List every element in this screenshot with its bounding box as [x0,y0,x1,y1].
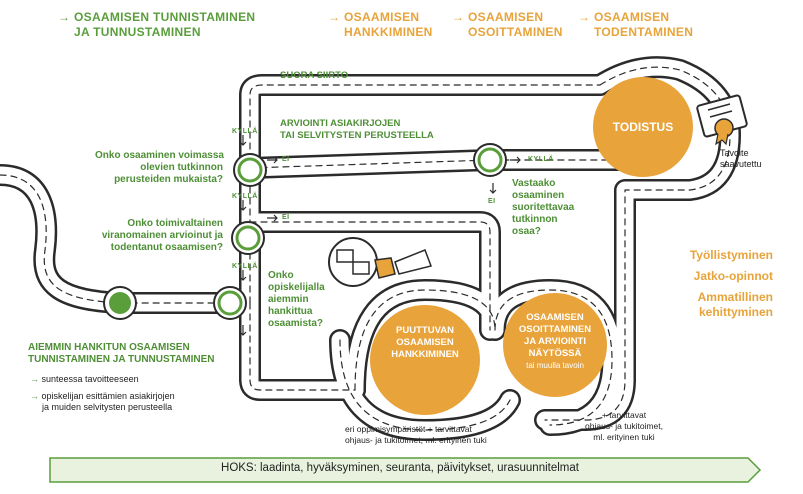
left-section-title: AIEMMIN HANKITUN OSAAMISEN TUNNISTAMINEN… [28,342,215,365]
note-osoittaminen: + tarvittavat ohjaus- ja tukitoimet, ml.… [585,410,663,442]
arrow-right-icon: → [30,391,39,401]
todistus-circle [593,77,693,177]
label-kylla-1: KYLLÄ [232,128,258,135]
note-hankkiminen: eri oppimisympäristöt + tarvittavat ohja… [345,424,487,445]
arrow-right-icon: → [452,10,465,24]
label-ei-3: EI [488,198,496,205]
goal-label: Tavoite saavutettu [720,148,762,169]
left-item-2: → opiskelijan esittämien asiakirjojen ja… [30,391,175,412]
waypoint-q3 [213,286,247,320]
label-kylla-4: KYLLÄ [528,156,554,163]
question-3: Onko opiskelijalla aiemmin hankittua osa… [268,270,325,329]
question-4: Vastaako osaaminen suoritettavaa tutkinn… [512,178,575,237]
waypoint-q4 [473,143,507,177]
naytto-label: OSAAMISEN OSOITTAMINEN JA ARVIOINTI NÄYT… [518,312,592,370]
puuttuvan-label: PUUTTUVAN OSAAMISEN HANKKIMINEN [391,325,459,360]
label-ei-2: EI [282,214,290,221]
arrow-right-icon: → [328,10,341,24]
header-phase3: →OSAAMISEN OSOITTAMINEN [452,10,563,39]
puzzle-icon [328,237,432,287]
puuttuvan-circle [370,305,480,415]
question-2: Onko toimivaltainen viranomainen arvioin… [101,218,223,253]
header-phase1: →OSAAMISEN TUNNISTAMINEN JA TUNNUSTAMINE… [58,10,256,39]
label-kylla-2: KYLLÄ [232,193,258,200]
naytto-circle [503,293,607,397]
header-phase4: →OSAAMISEN TODENTAMINEN [578,10,694,39]
label-suora-siirto: SUORA SIIRTO [280,70,349,81]
left-item-1: → sunteessa tavoitteeseen [30,374,139,384]
hoks-bar [49,457,762,483]
waypoint-q1 [233,153,267,187]
question-1: Onko osaaminen voimassa olevien tutkinno… [95,150,224,185]
hoks-text: HOKS: laadinta, hyväksyminen, seuranta, … [221,462,579,474]
label-kylla-3: KYLLÄ [232,263,258,270]
arrow-right-icon: → [58,10,71,24]
label-ei-1: EI [282,156,290,163]
arrow-right-icon: → [578,10,591,24]
outcomes-list: Työllistyminen Jatko-opinnot Ammatilline… [689,248,773,319]
waypoint-start [103,286,137,320]
certificate-icon [696,94,748,146]
waypoint-q2 [231,221,265,255]
todistus-label: TODISTUS [612,120,674,134]
arrow-right-icon: → [30,374,39,384]
label-arviointi: ARVIOINTI ASIAKIRJOJEN TAI SELVITYSTEN P… [280,118,434,141]
header-phase2: →OSAAMISEN HANKKIMINEN [328,10,433,39]
